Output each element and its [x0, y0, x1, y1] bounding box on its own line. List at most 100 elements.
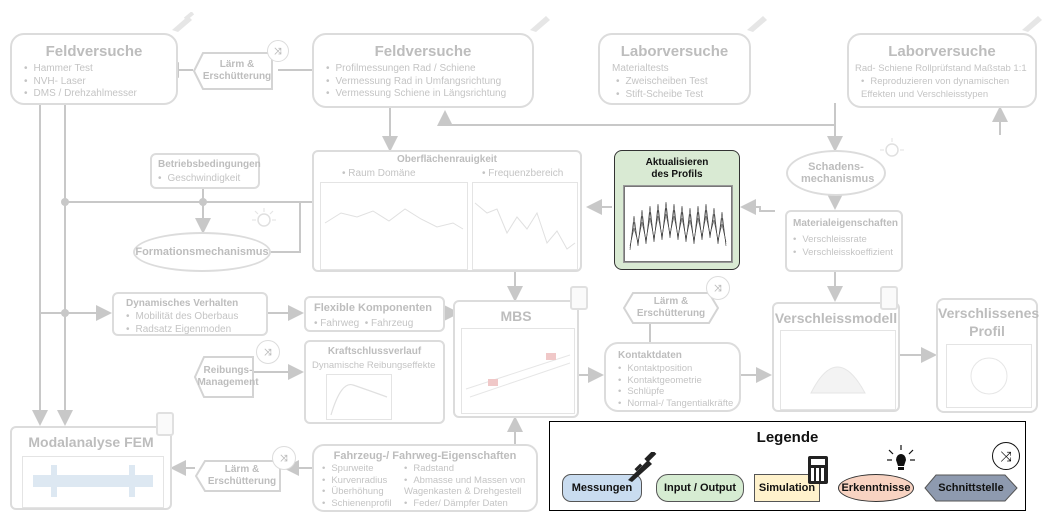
feldversuche-1-title: Feldversuche	[45, 43, 143, 60]
legend-panel: Legende Messungen Input / Output Simulat…	[549, 421, 1026, 511]
list-item: Kontaktgeometrie	[618, 375, 733, 387]
laborversuche-2-title: Laborversuche	[888, 43, 996, 60]
list-item: Schlüpfe	[618, 386, 733, 398]
dynamik-list: Mobilität des Oberbaus Radsatz Eigenmode…	[126, 311, 239, 337]
aktualisieren-des-profils-box: Aktualisieren des Profils	[614, 150, 740, 270]
fahrzeug-title: Fahrzeug-/ Fahrweg-Eigenschaften	[333, 450, 517, 462]
verschlissenes-profil-box: Verschlissenes Profil	[936, 298, 1040, 413]
laborversuche-1-list: Zweischeiben Test Stift-Scheibe Test	[616, 76, 708, 101]
shuffle-icon: ⤨	[706, 276, 730, 300]
schnittstelle-reibung: Reibungs-Management	[194, 356, 259, 398]
list-item: Spurweite	[322, 463, 392, 475]
list-item: Kontaktposition	[618, 363, 733, 375]
calculator-icon	[570, 286, 588, 310]
fahrzeug-col1: Spurweite Kurvenradius Überhöhung Schien…	[322, 463, 392, 510]
feldversuche-box-2: Feldversuche Profilmessungen Rad / Schie…	[312, 33, 534, 108]
legend-input-output: Input / Output	[656, 474, 744, 502]
material-list: Verschleissrate Verschleisskoeffizient	[793, 234, 893, 259]
schaden-label: Schadens-mechanismus	[801, 161, 875, 185]
verschleissmodell-title: Verschleissmodell	[774, 310, 898, 326]
shuffle-icon: ⤨	[272, 446, 296, 470]
calculator-icon	[880, 286, 898, 310]
kraftschluss-plot	[326, 374, 392, 420]
mbs-title: MBS	[500, 308, 532, 324]
materialeigenschaften-box: Materialeigenschaften Verschleissrate Ve…	[785, 210, 903, 272]
oberflaechenrauigkeit-box: Oberflächenrauigkeit • Raum Domäne • Fre…	[312, 150, 582, 272]
feldversuche-2-list: Profilmessungen Rad / Schiene Vermessung…	[326, 63, 507, 101]
feldversuche-box-1: Feldversuche Hammer Test NVH- Laser DMS …	[10, 33, 178, 105]
list-item: Schienenprofil	[322, 498, 391, 510]
schnittstelle-laerm-2: Lärm & Erschütterung	[623, 292, 719, 324]
feldversuche-2-title: Feldversuche	[374, 43, 472, 60]
oberflaeche-col2: • Frequenzbereich	[482, 168, 564, 179]
laerm-3-label: Lärm & Erschütterung	[207, 464, 277, 487]
list-item: Verschleissrate	[793, 234, 893, 247]
list-item: Radsatz Eigenmoden	[126, 324, 238, 337]
profil-title: Verschlissenes Profil	[938, 305, 1040, 339]
laborversuche-box-1: Laborversuche Materialtests Zweischeiben…	[598, 33, 751, 105]
kontaktdaten-box: Kontaktdaten Kontaktposition Kontaktgeom…	[604, 342, 741, 412]
lightbulb-icon	[887, 445, 915, 470]
aktualisieren-title: Aktualisieren des Profils	[645, 157, 709, 180]
list-item: Feder/ Dämpfer Daten	[404, 498, 536, 510]
legend-erkenntnisse-label: Erkenntnisse	[841, 482, 911, 494]
caliper-icon	[1022, 16, 1042, 32]
frequenzbereich-plot	[472, 182, 578, 270]
list-item: DMS / Drehzahlmesser	[24, 88, 137, 101]
formationsmechanismus-ellipse: Formationsmechanismus	[133, 232, 271, 272]
calculator-icon	[808, 456, 828, 484]
list-item: Vermessung Rad in Umfangsrichtung	[326, 76, 506, 89]
laborversuche-1-title: Laborversuche	[620, 43, 729, 60]
list-item: Reproduzieren von dynamischen Effekten u…	[861, 76, 1033, 101]
material-title: Materialeigenschaften	[793, 218, 899, 229]
fahrzeug-fahrweg-box: Fahrzeug-/ Fahrweg-Eigenschaften Spurwei…	[312, 444, 538, 512]
kontakt-title: Kontaktdaten	[618, 350, 682, 361]
schnittstelle-laerm-3: Lärm & Erschütterung	[195, 460, 281, 492]
dynamik-title: Dynamisches Verhalten	[126, 298, 239, 309]
modalanalyse-fem-box: Modalanalyse FEM	[10, 426, 172, 510]
fahrzeug: Fahrzeug	[371, 318, 414, 329]
calculator-icon	[156, 412, 174, 436]
reibung-label: Reibungs-Management	[197, 365, 259, 388]
legend-simulation-label: Simulation	[758, 482, 816, 494]
legend-messungen: Messungen	[562, 474, 642, 502]
kraft-title: Kraftschlussverlauf	[327, 346, 422, 357]
list-item: Radstand	[404, 463, 536, 475]
schadensmechanismus-ellipse: Schadens-mechanismus	[786, 150, 886, 196]
verschlissenes-profil-plot	[946, 344, 1032, 408]
fahrweg: Fahrweg	[320, 318, 360, 329]
betriebsbedingungen-title: Betriebsbedingungen	[158, 159, 261, 170]
dynamisches-verhalten-box: Dynamisches Verhalten Mobilität des Ober…	[112, 292, 268, 336]
raum-domaene: Raum Domäne	[348, 168, 416, 179]
laborversuche-2-list: Reproduzieren von dynamischen Effekten u…	[861, 76, 1033, 101]
laborversuche-2-subtitle: Rad- Schiene Rollprüfstand Maßstab 1:1	[855, 63, 1027, 74]
list-item: Geschwindigkeit	[158, 173, 241, 186]
caliper-icon	[628, 452, 657, 482]
kraft-subtitle: Dynamische Reibungseffekte	[312, 360, 436, 371]
betriebsbedingungen-box: Betriebsbedingungen Geschwindigkeit	[150, 153, 261, 189]
list-item: Profilmessungen Rad / Schiene	[326, 63, 506, 76]
flexible-komponenten-box: Flexible Komponenten • Fahrweg • Fahrzeu…	[304, 296, 445, 332]
frequenzbereich: Frequenzbereich	[488, 168, 564, 179]
lightbulb-icon	[880, 138, 904, 157]
fem-visualization	[22, 456, 164, 508]
verschleissmodell-plot	[780, 330, 896, 410]
shuffle-icon: ⤨	[267, 40, 289, 62]
raum-domaene-plot	[320, 182, 468, 270]
lightbulb-icon	[252, 208, 276, 227]
shuffle-icon: ⤨	[992, 442, 1020, 470]
list-item: Abmasse und Massen von Wagenkasten & Dre…	[404, 475, 536, 498]
betriebsbedingungen-list: Geschwindigkeit	[158, 173, 241, 186]
list-item: Normal-/ Tangentialkräfte	[618, 398, 733, 410]
laerm-1-label: Lärm & Erschütterung	[202, 59, 272, 82]
fahrzeug-col2: Radstand Abmasse und Massen von Wagenkas…	[404, 463, 536, 509]
caliper-icon	[530, 16, 550, 32]
legend-input-output-label: Input / Output	[663, 482, 737, 494]
laborversuche-1-subtitle: Materialtests	[612, 63, 669, 74]
mbs-visualization	[461, 328, 575, 414]
list-item: Hammer Test	[24, 63, 137, 76]
list-item: Überhöhung	[322, 486, 392, 498]
flexibel-items: • Fahrweg • Fahrzeug	[314, 318, 414, 329]
legend-schnittstelle: Schnittstelle	[924, 474, 1018, 502]
shuffle-icon: ⤨	[256, 340, 280, 364]
